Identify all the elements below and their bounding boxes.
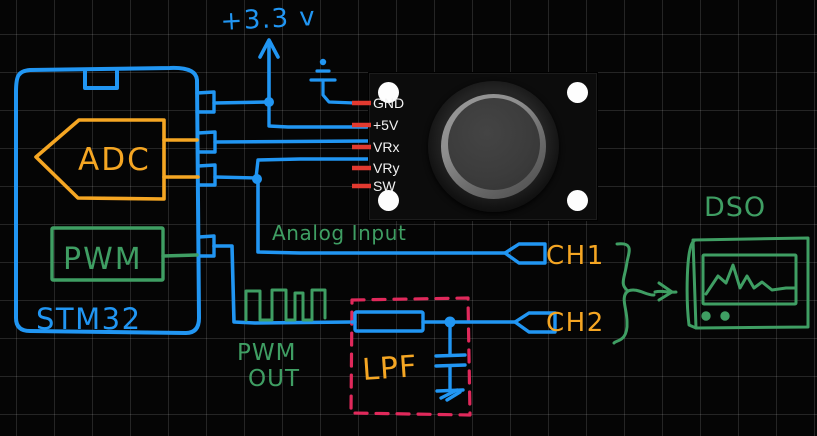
adc-block <box>34 118 166 201</box>
cable-arrow <box>653 281 678 302</box>
joystick-cap[interactable] <box>428 81 559 212</box>
adc-to-pin-wires <box>162 138 200 179</box>
pin-label-vrx: VRx <box>373 139 400 155</box>
lpf-capacitor <box>434 320 467 402</box>
ch2-probe-connector <box>513 311 557 334</box>
cable-brace <box>612 242 656 345</box>
pwm-block <box>50 226 199 282</box>
pin-label-5v: +5V <box>373 117 399 133</box>
label-pwm-out-line2: OUT <box>248 366 300 392</box>
label-stm32: STM32 <box>36 302 142 336</box>
ch1-probe-connector <box>503 242 547 265</box>
label-lpf: LPF <box>361 349 418 388</box>
label-ch1: CH1 <box>546 241 605 271</box>
square-wave-symbol <box>244 288 327 322</box>
analog-input-wire <box>256 178 507 255</box>
label-adc: ADC <box>78 142 151 178</box>
mount-hole <box>378 190 399 211</box>
pwm-out-wire <box>212 244 354 325</box>
joystick-top-surface <box>448 98 540 190</box>
pin-label-gnd: GND <box>373 95 405 111</box>
ground-symbol <box>309 58 357 105</box>
mount-hole <box>567 190 588 211</box>
pin-label-sw: SW <box>373 178 396 194</box>
mount-hole <box>567 82 588 103</box>
supply-arrow-3v3 <box>258 38 280 104</box>
label-pwm-block: PWM <box>63 242 143 277</box>
signal-wires <box>212 100 370 180</box>
stm32-chip-outline <box>14 65 201 335</box>
junction-dot-3v3 <box>264 97 274 107</box>
mount-hole <box>378 82 399 103</box>
label-3v3: +3.3 v <box>220 2 317 37</box>
dso-outline <box>685 236 810 330</box>
label-analog-input: Analog Input <box>272 221 406 245</box>
pin-label-vry: VRy <box>373 160 400 176</box>
label-pwm-out-line1: PWM <box>237 340 296 366</box>
lpf-boundary-box <box>349 296 472 417</box>
label-ch2: CH2 <box>546 308 605 338</box>
label-dso: DSO <box>704 192 766 223</box>
joystick-module <box>369 73 597 220</box>
